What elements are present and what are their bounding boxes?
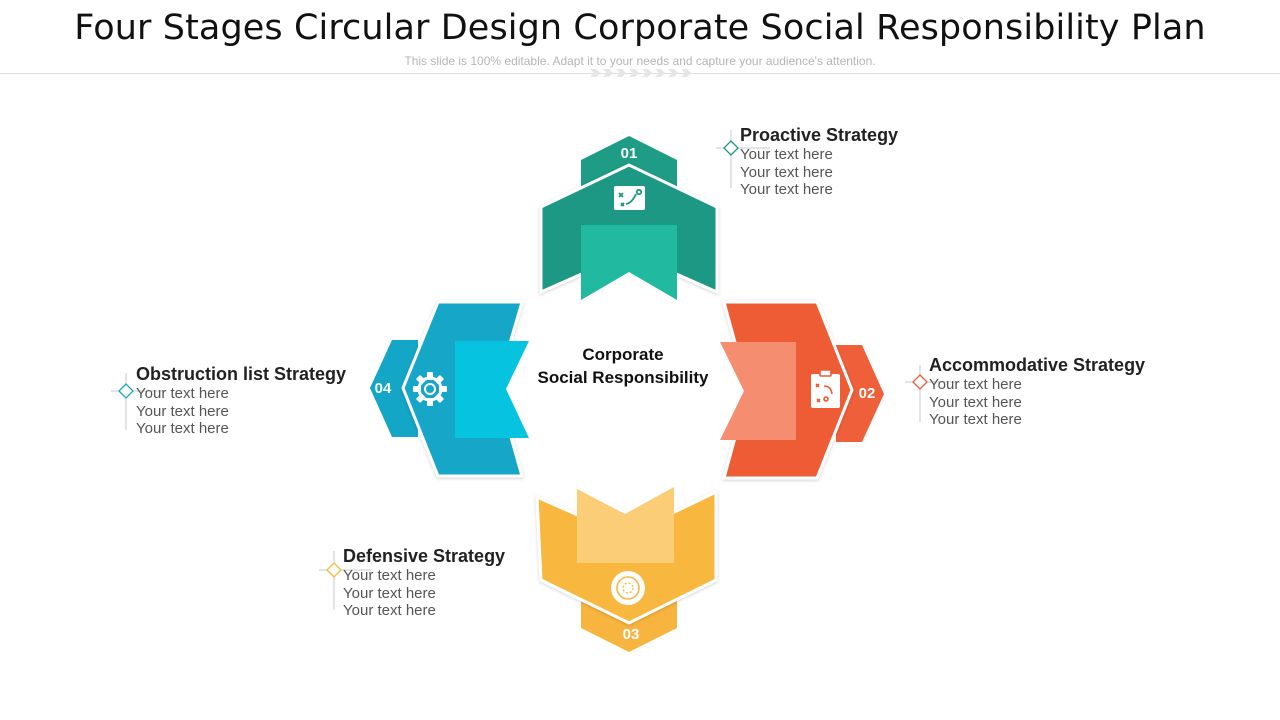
stage-1-number: 01	[620, 145, 638, 162]
stage-4-number: 04	[374, 380, 392, 397]
chevron-divider-icon	[590, 69, 691, 77]
stage-2-shape	[720, 300, 884, 480]
stage-2-number: 02	[858, 385, 876, 402]
slide-subtitle: This slide is 100% editable. Adapt it to…	[404, 54, 876, 68]
center-label-line2: Social Responsibility	[537, 368, 709, 387]
stage-3-line-1: Your text here	[343, 567, 436, 584]
stage-1-line-1: Your text here	[740, 146, 833, 163]
clipboard-plan-icon	[811, 374, 840, 408]
stage-4-line-1: Your text here	[136, 385, 229, 402]
stage-1-shape	[539, 136, 719, 300]
stage-3-line-2: Your text here	[343, 584, 436, 602]
stage-2-marker	[905, 365, 960, 422]
header-divider	[0, 73, 1280, 74]
stage-3-heading: Defensive Strategy	[343, 546, 506, 566]
stage-2-heading: Accommodative Strategy	[929, 355, 1146, 375]
stage-1-marker	[716, 130, 770, 188]
stage-3-shape	[535, 487, 718, 652]
target-circle-icon	[611, 571, 645, 605]
stage-3-line-3: Your text here	[343, 602, 436, 619]
stage-2-line-1: Your text here	[929, 376, 1022, 393]
stage-3-number: 03	[622, 626, 640, 643]
center-label-line1: Corporate	[582, 345, 664, 364]
slide-title: Four Stages Circular Design Corporate So…	[74, 8, 1206, 48]
stage-1-line-2: Your text here	[740, 163, 833, 181]
stage-3-marker	[319, 551, 372, 610]
stage-4-line-2: Your text here	[136, 402, 229, 420]
stage-4-heading: Obstruction list Strategy	[136, 364, 347, 384]
stage-4-text-block: Obstruction list Strategy Your text here…	[136, 363, 346, 438]
stage-4-shape	[370, 300, 529, 478]
stage-2-line-2: Your text here	[929, 393, 1022, 411]
center-label: Corporate Social Responsibility	[523, 343, 723, 389]
stage-2-text-block: Accommodative Strategy Your text here Yo…	[929, 354, 1145, 429]
stage-4-line-3: Your text here	[136, 420, 229, 437]
stage-3-text-block: Defensive Strategy Your text here Your t…	[343, 545, 505, 620]
stage-2-line-3: Your text here	[929, 411, 1022, 428]
stage-4-marker	[111, 373, 166, 430]
gear-icon	[413, 372, 447, 406]
stage-1-text-block: Proactive Strategy Your text here Your t…	[740, 124, 898, 199]
stage-1-heading: Proactive Strategy	[740, 125, 899, 145]
stage-1-line-3: Your text here	[740, 181, 833, 198]
